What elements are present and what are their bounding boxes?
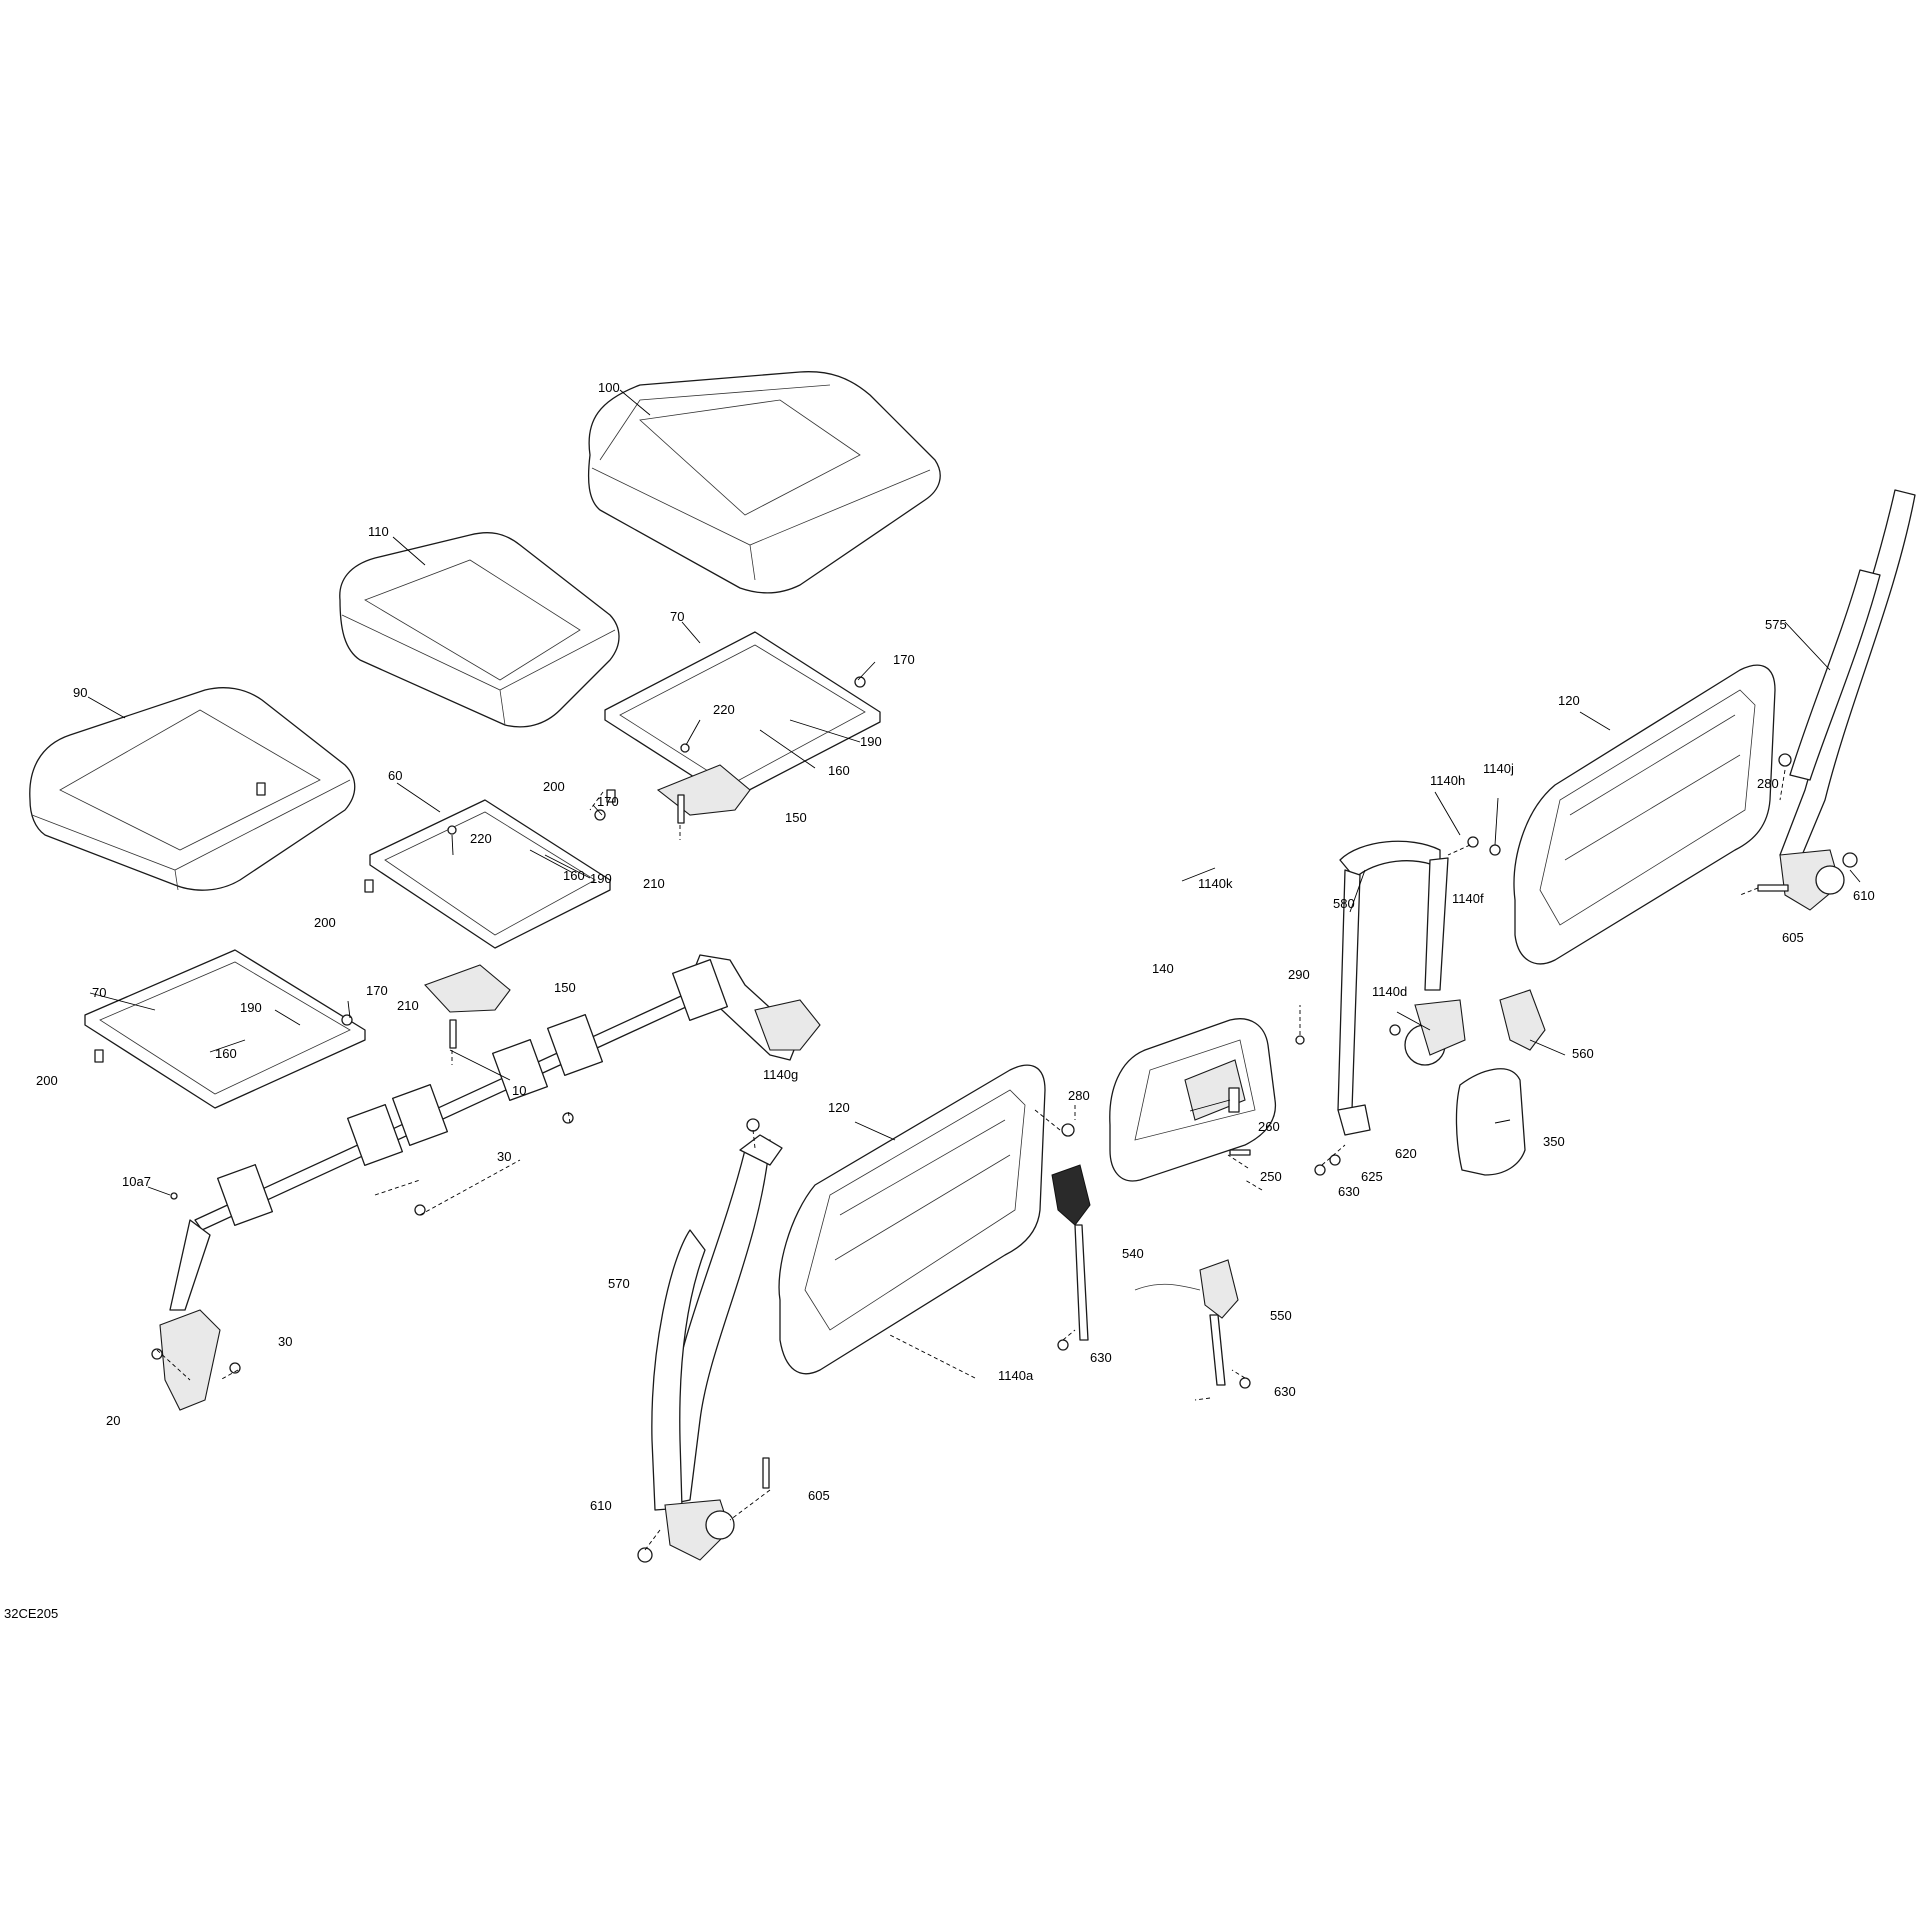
callout-120-right: 120 [1558,693,1580,708]
callout-620: 620 [1395,1146,1417,1161]
callout-70-upper: 70 [670,609,684,624]
callout-150-upper: 150 [785,810,807,825]
hardware-fasteners [94,676,1858,1563]
callout-160-middle: 160 [563,868,585,883]
backrest-120-left[interactable] [778,1064,1046,1375]
callout-250: 250 [1260,1169,1282,1184]
callout-200-upper: 200 [543,779,565,794]
callout-625: 625 [1361,1169,1383,1184]
callout-120-left: 120 [828,1100,850,1115]
figure-code: 32CE205 [4,1606,58,1621]
callout-150-lower: 150 [554,980,576,995]
callout-630-left: 630 [1090,1350,1112,1365]
callout-30-lower: 30 [278,1334,292,1349]
callout-220-lower: 220 [470,831,492,846]
callout-1140g: 1140g [763,1067,798,1082]
callout-170-lower: 170 [366,983,388,998]
callout-210-lower: 210 [397,998,419,1013]
callout-280-left: 280 [1068,1088,1090,1103]
trim-cover-350[interactable] [1455,1068,1526,1176]
callout-575: 575 [1765,617,1787,632]
backrest-120-right[interactable] [1513,664,1776,965]
callout-210-upper: 210 [643,876,665,891]
seat-frame-60[interactable] [369,799,611,1013]
callout-30-upper: 30 [497,1149,511,1164]
callout-100: 100 [598,380,620,395]
seat-cushion-100[interactable] [587,371,941,594]
dashed-assembly-lines [156,769,1786,1551]
callout-140: 140 [1152,961,1174,976]
callout-580: 580 [1333,896,1355,911]
callout-605-right: 605 [1782,930,1804,945]
callout-110: 110 [368,524,389,539]
callout-labels: 100 110 90 70 70 60 170 170 170 220 220 … [36,380,1875,1513]
callout-560: 560 [1572,1046,1594,1061]
leader-lines [87,389,1861,1196]
buckle-540[interactable] [1051,1164,1091,1341]
callout-90: 90 [73,685,87,700]
callout-1140a: 1140a [998,1368,1034,1383]
callout-170-upper: 170 [893,652,915,667]
callout-200-middle: 200 [314,915,336,930]
seat-belt-580[interactable] [1337,840,1466,1136]
callout-1140k: 1140k [1198,876,1233,891]
callout-190-lower: 190 [240,1000,262,1015]
backrest-140[interactable] [1109,1018,1277,1182]
callout-10: 10 [512,1083,526,1098]
callout-190-upper: 190 [860,734,882,749]
callout-70-lower: 70 [92,985,106,1000]
buckle-550[interactable] [1134,1259,1239,1386]
callout-20: 20 [106,1413,120,1428]
callout-570: 570 [608,1276,630,1291]
seat-belt-570[interactable] [651,1134,783,1561]
callout-200-lower: 200 [36,1073,58,1088]
seat-frame-70-upper[interactable] [604,631,881,816]
callout-1140h: 1140h [1430,773,1465,788]
callout-190-middle: 190 [590,871,612,886]
mounting-bar-10[interactable] [159,954,821,1411]
callout-1140d: 1140d [1372,984,1407,999]
callout-550: 550 [1270,1308,1292,1323]
callout-290: 290 [1288,967,1310,982]
buckle-560[interactable] [1499,989,1546,1051]
callout-280-right: 280 [1757,776,1779,791]
seat-belt-575[interactable] [1779,489,1916,911]
callout-10a7: 10a7 [122,1174,151,1189]
callout-610-right: 610 [1853,888,1875,903]
callout-610-left: 610 [590,1498,612,1513]
callout-630-right: 630 [1338,1184,1360,1199]
callout-160-upper: 160 [828,763,850,778]
callout-260: 260 [1258,1119,1280,1134]
seat-cushion-110[interactable] [339,532,620,728]
callout-350: 350 [1543,1134,1565,1149]
callout-605-left: 605 [808,1488,830,1503]
callout-630-middle: 630 [1274,1384,1296,1399]
callout-60: 60 [388,768,402,783]
seat-cushion-90[interactable] [29,687,356,891]
callout-170-middle: 170 [597,794,619,809]
callout-1140j: 1140j [1483,761,1514,776]
callout-1140f: 1140f [1452,891,1484,906]
callout-540: 540 [1122,1246,1144,1261]
callout-220-upper: 220 [713,702,735,717]
callout-160-lower: 160 [215,1046,237,1061]
seat-frame-70-lower[interactable] [84,949,366,1109]
